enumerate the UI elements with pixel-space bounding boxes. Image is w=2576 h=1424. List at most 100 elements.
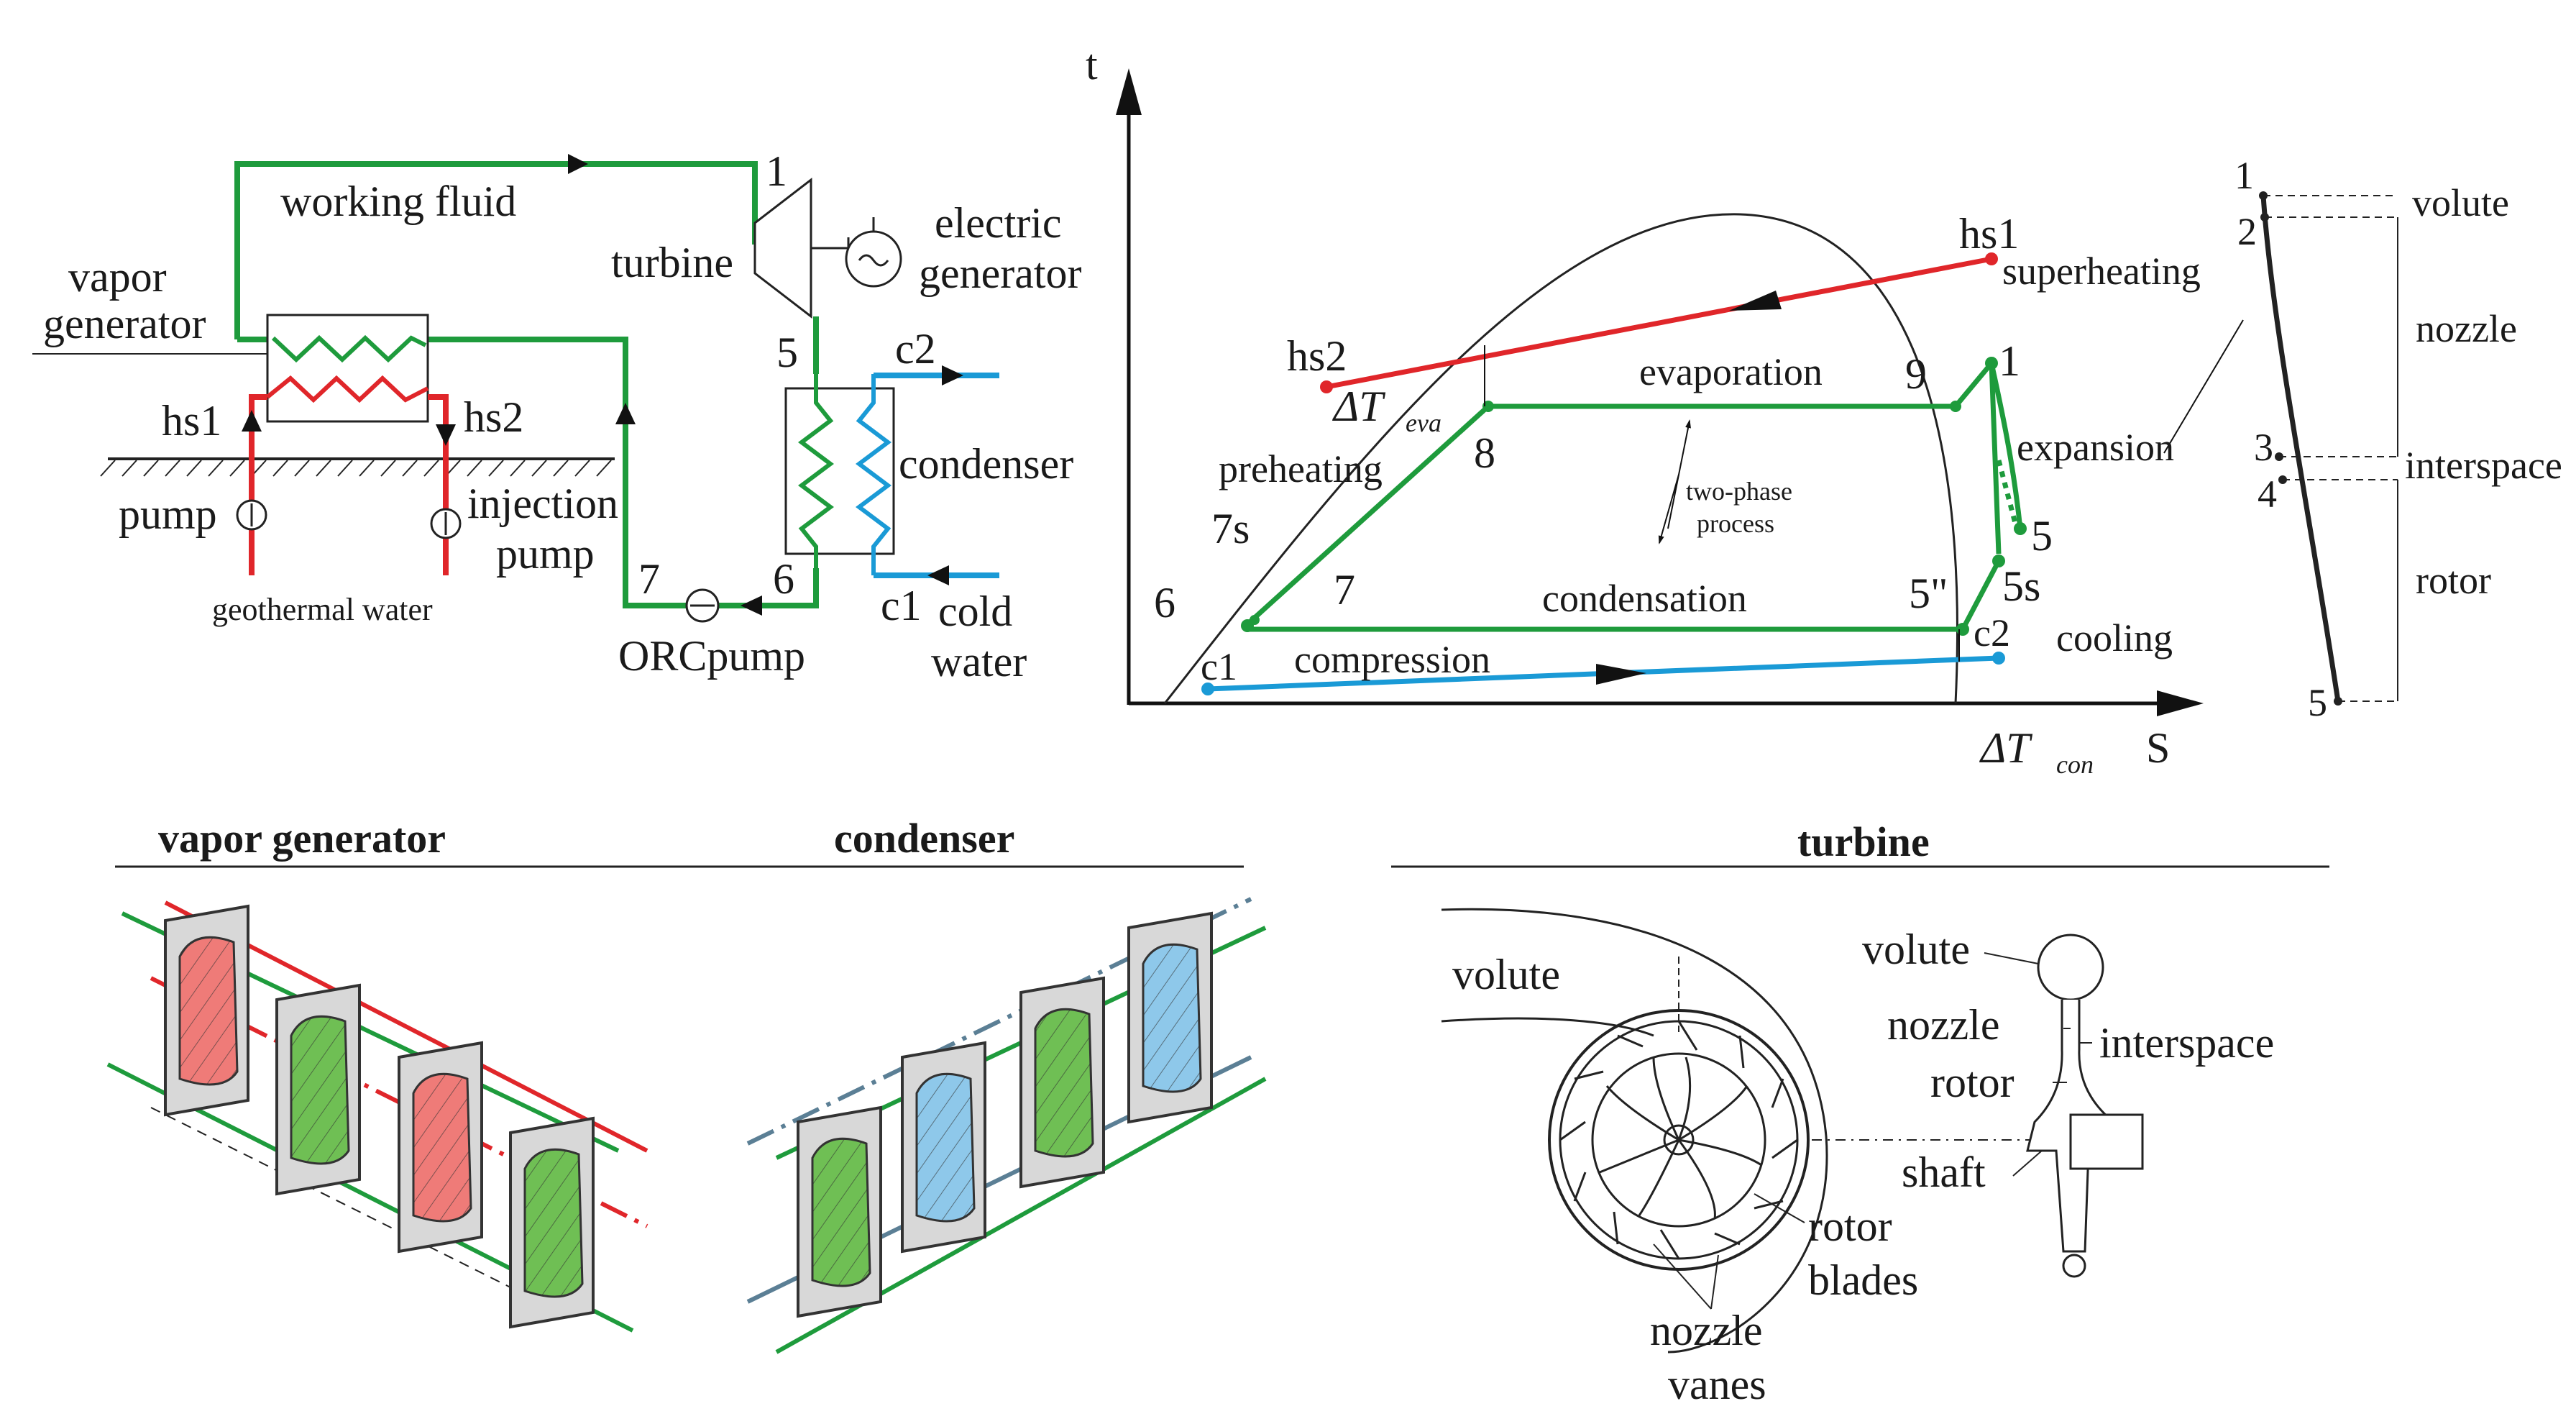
shaft-hub [1663, 1124, 1695, 1156]
label-turbine: turbine [611, 239, 733, 286]
svg-text:ΔT: ΔT [1332, 383, 1385, 430]
turbine-label-nozzle: nozzle [1887, 1001, 2000, 1049]
rotor-housing [1548, 1009, 1810, 1271]
ts-label-9: 9 [1905, 350, 1927, 398]
ts-label-c2: c2 [1974, 611, 2010, 654]
expansion-curve [2260, 195, 2341, 702]
label-pump: pump [119, 490, 217, 538]
ts-label-evaporation: evaporation [1639, 350, 1823, 393]
flow-arrow-top [568, 154, 588, 174]
vg-plate-4-green [509, 1116, 595, 1329]
exp-label-4: 4 [2258, 473, 2277, 516]
condenser-green-coil [798, 374, 834, 568]
label-electric: electric [935, 199, 1062, 247]
vg-green-coil [271, 334, 427, 363]
cond-plate-2-blue [901, 1041, 986, 1254]
exp-label-interspace: interspace [2405, 444, 2562, 487]
ts-label-7s: 7s [1211, 505, 1250, 552]
rotor-circle [1591, 1052, 1766, 1228]
turbine-detail: volute volute nozzle interspace rotor sh… [1441, 908, 2274, 1408]
svg-text:con: con [2056, 750, 2094, 779]
turbine-label-rotor-blades-1: rotor [1808, 1202, 1892, 1250]
ts-label-condensation: condensation [1542, 577, 1747, 620]
vg-plate-1-red [164, 904, 249, 1117]
bottom-headers: vapor generator condenser turbine [115, 815, 2329, 868]
label-hs2: hs2 [464, 393, 523, 441]
turbine-icon [753, 177, 812, 319]
label-orc-pump: ORCpump [618, 632, 805, 680]
exp-label-volute: volute [2412, 181, 2509, 224]
ground-hatch [100, 460, 612, 477]
vg-red-coil [266, 375, 429, 403]
volute-section [2037, 934, 2104, 1001]
geothermal-out-line [428, 394, 449, 575]
ts-label-hs1: hs1 [1959, 210, 2019, 257]
condenser-box [784, 387, 895, 555]
vapor-generator-box [266, 314, 429, 423]
label-working-fluid: working fluid [280, 178, 516, 225]
label-generator: generator [43, 300, 206, 347]
ts-label-preheating: preheating [1219, 447, 1383, 490]
exp-label-nozzle: nozzle [2416, 307, 2517, 350]
cond-plate-1-green [797, 1105, 882, 1318]
svg-text:eva: eva [1406, 409, 1441, 437]
cond-plate-4-blue [1127, 911, 1213, 1124]
label-point-7: 7 [638, 555, 660, 603]
header-vapor-generator: vapor generator [158, 815, 446, 862]
exp-label-5: 5 [2308, 681, 2327, 724]
label-injection-pump: pump [496, 530, 595, 578]
ts-label-c1: c1 [1201, 645, 1237, 688]
turbine-label-interspace: interspace [2099, 1019, 2274, 1067]
ts-label-8: 8 [1474, 429, 1495, 477]
nozzle-vanes [1559, 1021, 1798, 1259]
label-c1: c1 [881, 582, 922, 629]
exp-label-3: 3 [2254, 426, 2273, 469]
turbine-label-nozzle-vanes-1: nozzle [1650, 1307, 1763, 1354]
label-cold: cold [938, 588, 1012, 635]
ts-label-5: 5 [2031, 512, 2053, 560]
exp-label-2: 2 [2237, 210, 2257, 253]
ts-label-cooling: cooling [2056, 616, 2173, 659]
volute-outline [1441, 908, 1828, 1354]
label-electric-generator: generator [919, 250, 1082, 297]
working-fluid-line-top [234, 161, 758, 339]
ts-label-7: 7 [1334, 566, 1355, 613]
working-fluid-line-return [428, 337, 687, 608]
label-point-6: 6 [773, 555, 794, 603]
exp-label-1: 1 [2234, 154, 2254, 197]
rotor-blades [1599, 1056, 1762, 1220]
label-vapor: vapor [68, 253, 167, 301]
header-turbine: turbine [1797, 818, 1930, 865]
label-hs1: hs1 [162, 397, 221, 444]
turbine-label-rotor-blades-2: blades [1808, 1256, 1918, 1304]
geo-arrow-down [436, 424, 456, 446]
heat-source-line [1326, 256, 1992, 390]
expansion-path: 1 2 3 4 5 volute nozzle interspace rotor [2234, 154, 2562, 724]
ts-label-compression: compression [1294, 638, 1490, 681]
label-injection: injection [467, 480, 618, 527]
flow-arrow-up [615, 403, 636, 424]
saturation-dome [1163, 213, 1958, 704]
ts-label-dt-eva: ΔT eva [1332, 383, 1441, 437]
label-geothermal-water: geothermal water [212, 592, 433, 627]
label-c2: c2 [895, 325, 936, 373]
condenser-plates [746, 897, 1267, 1354]
turbine-label-nozzle-vanes-2: vanes [1668, 1361, 1766, 1408]
turbine-label-shaft: shaft [1902, 1149, 1986, 1196]
working-fluid-line-pump [719, 568, 819, 608]
ts-label-5pp: 5" [1909, 570, 1948, 617]
ts-label-5s: 5s [2002, 562, 2040, 610]
ts-label-hs2: hs2 [1287, 332, 1347, 380]
label-point-5: 5 [776, 329, 798, 376]
orc-schematic: working fluid vapor generator turbine el… [32, 147, 1082, 685]
ts-label-1: 1 [1999, 337, 2020, 385]
turbine-label-rotor: rotor [1930, 1059, 2014, 1106]
geo-arrow-up [242, 410, 262, 432]
ts-label-superheating: superheating [2002, 250, 2201, 293]
vg-plate-3-red [398, 1041, 483, 1254]
isentropic-dotted [1996, 460, 2020, 529]
turbine-label-volute: volute [1862, 926, 1970, 973]
ts-label-expansion: expansion [2017, 426, 2174, 469]
vapor-generator-plates [106, 900, 648, 1333]
